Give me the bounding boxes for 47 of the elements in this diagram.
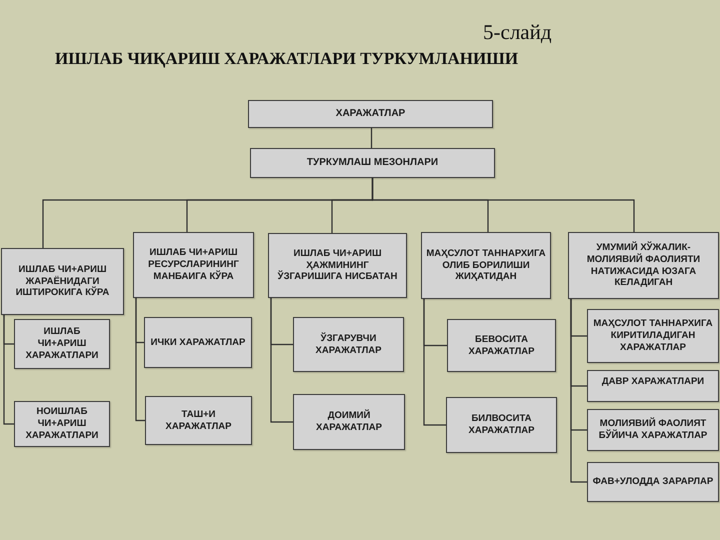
node-label: ЎЗГАРУВЧИ ХАРАЖАТЛАР	[314, 332, 382, 356]
node-label: ДАВР ХАРАЖАТЛАРИ	[602, 376, 704, 388]
node-label: ИШЛАБ ЧИ+АРИШ ҲАЖМИНИНГ ЎЗГАРИШИГА НИСБАТАН	[276, 248, 398, 284]
node-label: ХАРАЖАТЛАР	[336, 108, 406, 120]
node-label: НОИШЛАБ ЧИ+АРИШ ХАРАЖАТЛАРИ	[24, 406, 100, 442]
category-box	[133, 232, 254, 298]
slide-title: ИШЛАБ ЧИҚАРИШ ХАРАЖАТЛАРИ ТУРКУМЛАНИШИ	[55, 49, 518, 69]
node-label: ТУРКУМЛАШ МЕЗОНЛАРИ	[306, 156, 438, 170]
node-label: ИШЛАБ ЧИ+АРИШ ЖАРАЁНИДАГИ ИШТИРОКИГА КЎРА	[14, 264, 110, 300]
category-box	[568, 232, 719, 299]
cost-type-box	[587, 462, 719, 502]
node-label: ТАШ+И ХАРАЖАТЛАР	[164, 408, 232, 432]
connector-line	[135, 298, 145, 422]
category-box	[1, 248, 124, 315]
node-label: ИШЛАБ ЧИ+АРИШ РЕСУРСЛАРИНИНГ МАНБАИГА КЎРА	[147, 247, 240, 283]
connector-line	[372, 178, 635, 232]
cost-type-box	[447, 319, 556, 372]
node-label: БЕВОСИТА ХАРАЖАТЛАР	[468, 334, 536, 358]
cost-type-box	[587, 370, 719, 402]
node-label: ИЧКИ ХАРАЖАТЛАР	[150, 336, 246, 348]
category-box	[421, 232, 551, 299]
cost-type-box	[14, 401, 110, 447]
cost-type-box	[14, 319, 110, 369]
node-label: ИШЛАБ ЧИ+АРИШ ХАРАЖАТЛАРИ	[24, 326, 100, 362]
category-box	[268, 233, 407, 298]
node-label: ДОИМИЙ ХАРАЖАТЛАР	[315, 410, 383, 434]
connector-line	[3, 315, 14, 425]
node-label: ФАВ+УЛОДДА ЗАРАРЛАР	[592, 476, 714, 488]
node-label: МАҲСУЛОТ ТАННАРХИГА ОЛИБ БОРИЛИШИ ЖИҲАТИДАН	[426, 248, 546, 284]
connector-line	[570, 299, 587, 483]
node-label: МОЛИЯВИЙ ФАОЛИЯТ БЎЙИЧА ХАРАЖАТЛАР	[598, 418, 708, 442]
cost-type-box	[144, 317, 252, 368]
cost-type-box	[145, 396, 252, 445]
slide-number: 5-слайд	[483, 20, 552, 45]
node-label: МАҲСУЛОТ ТАННАРХИГА КИРИТИЛАДИГАН ХАРАЖАТЛАР	[592, 318, 714, 354]
connector-line	[370, 128, 372, 148]
node-label: БИЛВОСИТА ХАРАЖАТЛАР	[468, 413, 536, 437]
cost-type-box	[293, 317, 404, 372]
connector-line	[270, 298, 293, 423]
connector-line	[423, 299, 446, 426]
cost-type-box	[293, 394, 405, 450]
cost-type-box	[587, 309, 719, 363]
cost-type-box	[587, 409, 719, 451]
cost-type-box	[446, 397, 557, 453]
node-label: УМУМИЙ ХЎЖАЛИК-МОЛИЯВИЙ ФАОЛИЯТИ НАТИЖАСИДА ЮЗАГА КЕЛАДИГАН	[586, 242, 702, 290]
root-box	[248, 100, 493, 128]
criteria-box	[250, 148, 495, 178]
